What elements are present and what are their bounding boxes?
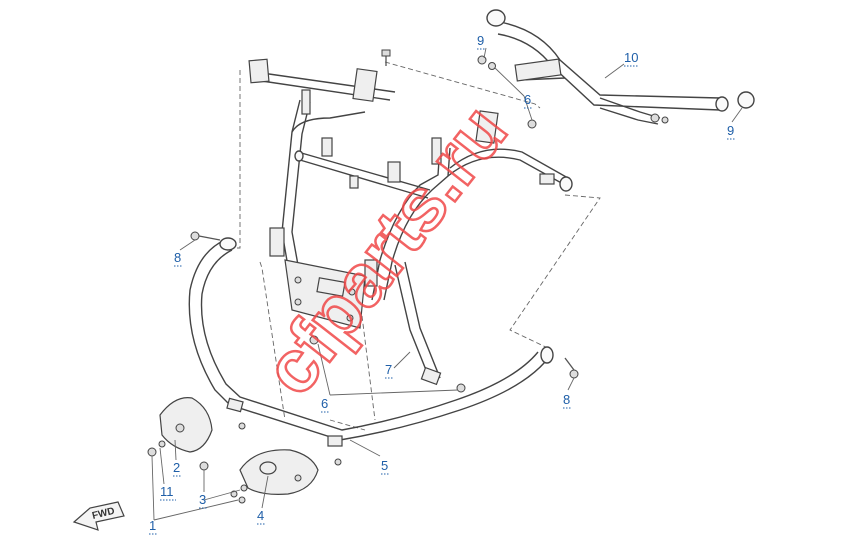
callout-7: 7 <box>385 362 392 377</box>
forward-arrow-icon: FWD <box>72 501 125 531</box>
callout-1: 1 <box>149 518 156 533</box>
callout-labels: 10 9 9 6 6 8 8 7 5 2 11 3 4 1 <box>149 33 736 535</box>
forward-label: FWD <box>91 506 116 522</box>
callout-9-right: 9 <box>727 123 734 138</box>
main-frame <box>248 58 573 386</box>
fasteners <box>147 49 579 504</box>
left-guard-part-2 <box>159 397 213 453</box>
callout-4: 4 <box>257 508 264 523</box>
front-bumper-part-5 <box>188 237 554 466</box>
upper-arm-part-10 <box>477 9 755 125</box>
callout-9-top: 9 <box>477 33 484 48</box>
callout-11: 11 <box>160 484 174 499</box>
callout-8-left: 8 <box>174 250 181 265</box>
callout-8-right: 8 <box>563 392 570 407</box>
callout-3: 3 <box>199 492 206 507</box>
callout-6-bottom: 6 <box>321 396 328 411</box>
leader-lines <box>151 47 743 521</box>
callout-2: 2 <box>173 460 180 475</box>
callout-6-top: 6 <box>524 92 531 107</box>
callout-5: 5 <box>381 458 388 473</box>
right-guard-part-4 <box>239 449 319 495</box>
callout-10: 10 <box>624 50 638 65</box>
